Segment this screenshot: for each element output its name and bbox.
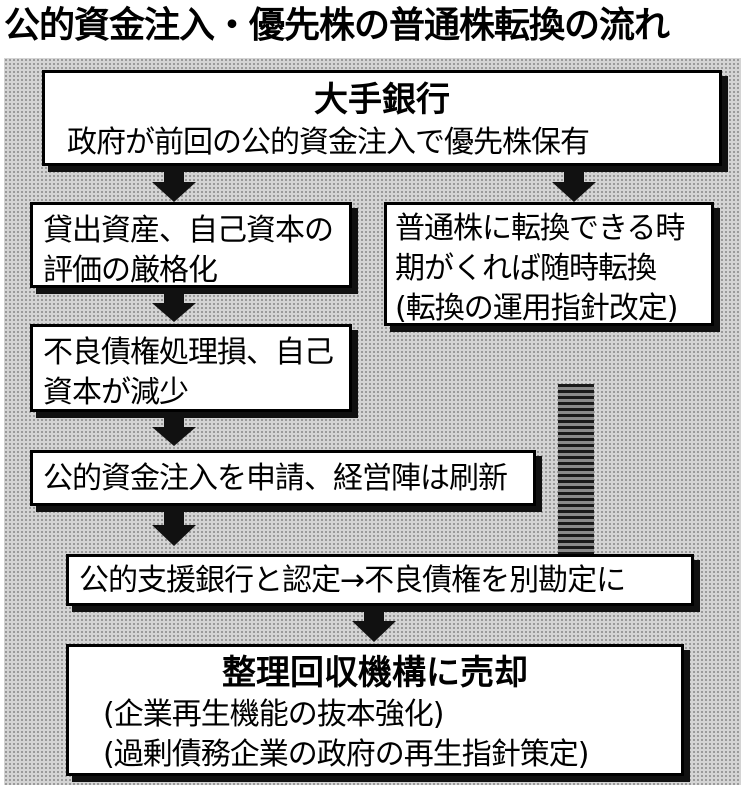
major-bank-text: 政府が前回の公的資金注入で優先株保有 <box>67 125 590 160</box>
rcc-sale-box: 整理回収機構に売却 (企業再生機能の抜本強化) (過剰債務企業の政府の再生指針策… <box>66 644 684 776</box>
conversion-line-3: (転換の運用指針改定) <box>395 291 678 326</box>
asset-evaluation-line-1: 貸出資産、自己資本の <box>43 213 334 248</box>
arrow-down-icon <box>552 170 596 202</box>
rcc-sale-line-1: (企業再生機能の抜本強化) <box>103 697 444 732</box>
conversion-line-2: 期がくれば随時転換 <box>395 251 657 286</box>
arrow-down-icon <box>152 170 196 202</box>
apply-injection-line: 公的資金注入を申請、経営陣は刷新 <box>43 461 508 496</box>
bad-loan-loss-line-1: 不良債権処理損、自己 <box>43 335 334 370</box>
rcc-sale-title: 整理回収機構に売却 <box>222 653 528 693</box>
conversion-box: 普通株に転換できる時 期がくれば随時転換 (転換の運用指針改定) <box>384 202 714 326</box>
arrow-down-icon <box>152 416 196 446</box>
long-arrow-shaft <box>558 384 594 564</box>
diagram-panel: 大手銀行 政府が前回の公的資金注入で優先株保有 貸出資産、自己資本の 評価の厳格… <box>4 58 741 785</box>
public-support-line: 公的支援銀行と認定→不良債権を別勘定に <box>79 563 626 598</box>
diagram-title: 公的資金注入・優先株の普通株転換の流れ <box>4 5 670 46</box>
arrow-down-icon <box>152 512 196 546</box>
asset-evaluation-box: 貸出資産、自己資本の 評価の厳格化 <box>30 202 352 288</box>
rcc-sale-line-2: (過剰債務企業の政府の再生指針策定) <box>103 737 589 772</box>
conversion-line-1: 普通株に転換できる時 <box>395 211 685 246</box>
public-support-box: 公的支援銀行と認定→不良債権を別勘定に <box>66 554 694 606</box>
apply-injection-box: 公的資金注入を申請、経営陣は刷新 <box>30 450 536 506</box>
major-bank-title: 大手銀行 <box>314 80 450 120</box>
bad-loan-loss-box: 不良債権処理損、自己 資本が減少 <box>30 324 352 412</box>
arrow-down-icon <box>152 292 196 322</box>
major-bank-box: 大手銀行 政府が前回の公的資金注入で優先株保有 <box>42 70 722 166</box>
arrow-down-icon <box>352 608 396 642</box>
bad-loan-loss-line-2: 資本が減少 <box>43 375 189 410</box>
asset-evaluation-line-2: 評価の厳格化 <box>43 253 218 288</box>
